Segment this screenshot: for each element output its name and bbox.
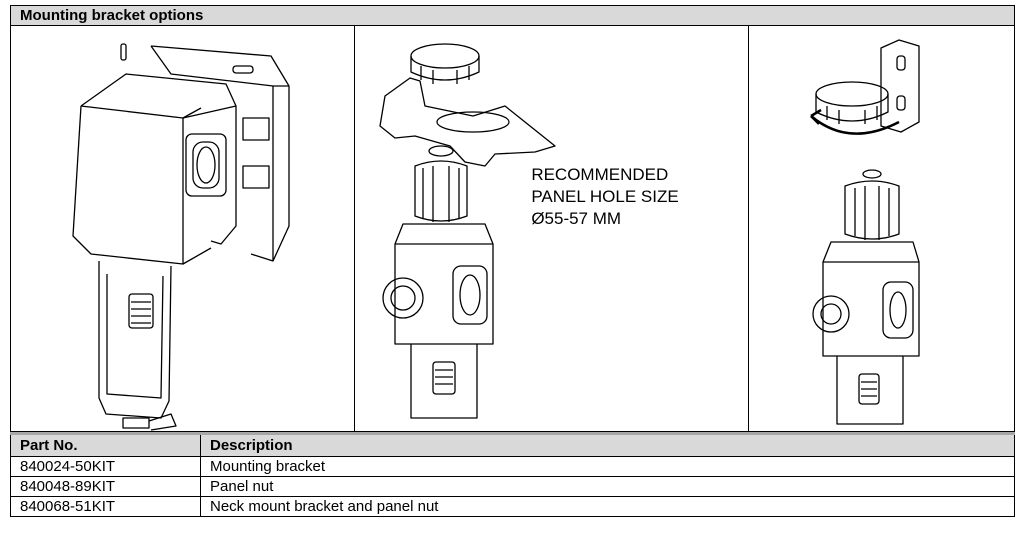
bracket-mount-illustration-cell (11, 26, 354, 431)
mounting-bracket-page: Mounting bracket options (10, 5, 1015, 517)
panel-note-line-1: RECOMMENDED (531, 165, 669, 184)
section-title: Mounting bracket options (10, 5, 1015, 25)
table-row: 840068-51KIT Neck mount bracket and pane… (10, 496, 1015, 517)
part-no-cell: 840048-89KIT (10, 476, 201, 497)
neck-mount-illustration (809, 39, 920, 425)
bracket-mount-illustration (72, 43, 290, 431)
description-header: Description (200, 432, 1015, 457)
parts-table-header-row: Part No. Description (10, 432, 1015, 457)
table-row: 840048-89KIT Panel nut (10, 476, 1015, 497)
description-cell: Mounting bracket (200, 456, 1015, 477)
panel-mount-illustration-cell: RECOMMENDED PANEL HOLE SIZE Ø55-57 MM (354, 26, 747, 431)
part-no-cell: 840068-51KIT (10, 496, 201, 517)
panel-hole-note: RECOMMENDED PANEL HOLE SIZE Ø55-57 MM (531, 164, 678, 230)
description-cell: Panel nut (200, 476, 1015, 497)
neck-mount-illustration-cell (747, 26, 1014, 431)
illustration-row: RECOMMENDED PANEL HOLE SIZE Ø55-57 MM (10, 25, 1015, 432)
parts-table: Part No. Description 840024-50KIT Mounti… (10, 432, 1015, 517)
panel-note-line-2: PANEL HOLE SIZE (531, 187, 679, 206)
panel-mount-illustration (379, 43, 556, 419)
part-no-cell: 840024-50KIT (10, 456, 201, 477)
table-row: 840024-50KIT Mounting bracket (10, 456, 1015, 477)
description-cell: Neck mount bracket and panel nut (200, 496, 1015, 517)
panel-note-line-3: Ø55-57 MM (531, 209, 622, 228)
part-no-header: Part No. (10, 432, 201, 457)
